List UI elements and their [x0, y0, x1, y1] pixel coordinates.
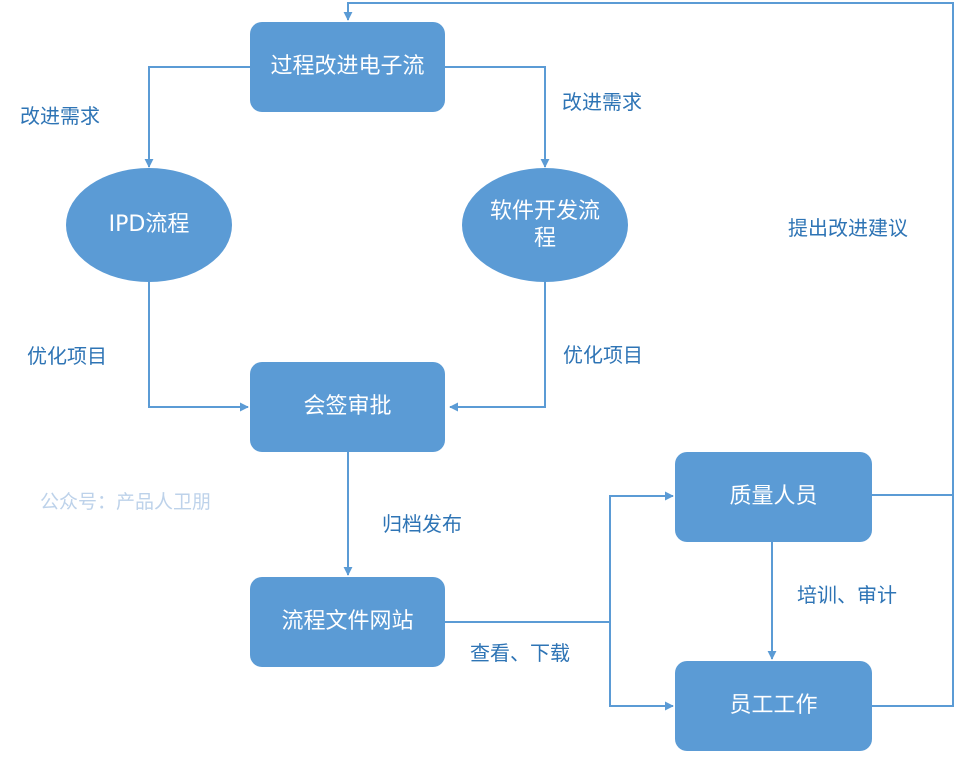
- node-process-doc-website: 流程文件网站: [250, 577, 445, 667]
- arrow-process-to-software: [445, 66, 550, 168]
- node-label: 流程文件网站: [281, 609, 414, 635]
- watermark-text: 公众号：产品人卫朋: [40, 491, 212, 513]
- node-label: 会签审批: [303, 394, 392, 420]
- node-label: 质量人员: [729, 484, 818, 510]
- edge-label-archive-publish: 归档发布: [382, 512, 462, 536]
- node-label: 员工工作: [729, 693, 818, 719]
- edge-label-improve-req-right: 改进需求: [562, 90, 642, 114]
- node-label: 过程改进电子流: [270, 54, 425, 80]
- node-quality-staff: 质量人员: [675, 452, 872, 542]
- arrow-feedback-loop-to-process: [343, 2, 954, 707]
- edge-label-optimize-right: 优化项目: [563, 343, 643, 367]
- arrow-process-to-ipd: [144, 66, 250, 168]
- edge-label-view-download: 查看、下载: [470, 641, 570, 665]
- node-process-improvement-flow: 过程改进电子流: [250, 22, 445, 112]
- edge-label-suggest-improvement: 提出改进建议: [788, 216, 908, 240]
- node-signoff-approval: 会签审批: [250, 362, 445, 452]
- arrow-ipd-to-signoff: [148, 282, 249, 412]
- node-software-dev-flow: 软件开发流程: [462, 168, 628, 282]
- node-employee-work: 员工工作: [675, 661, 872, 751]
- arrow-branch-to-employee: [609, 622, 674, 711]
- edge-label-optimize-left: 优化项目: [27, 344, 107, 368]
- arrow-software-to-signoff: [449, 282, 546, 412]
- edge-label-train-audit: 培训、审计: [797, 583, 897, 607]
- arrow-branch-to-quality: [609, 491, 674, 622]
- node-label: 软件开发流程: [489, 198, 600, 252]
- node-ipd-flow: IPD流程: [66, 168, 232, 282]
- edge-label-improve-req-left: 改进需求: [20, 104, 100, 128]
- node-label: IPD流程: [108, 212, 190, 238]
